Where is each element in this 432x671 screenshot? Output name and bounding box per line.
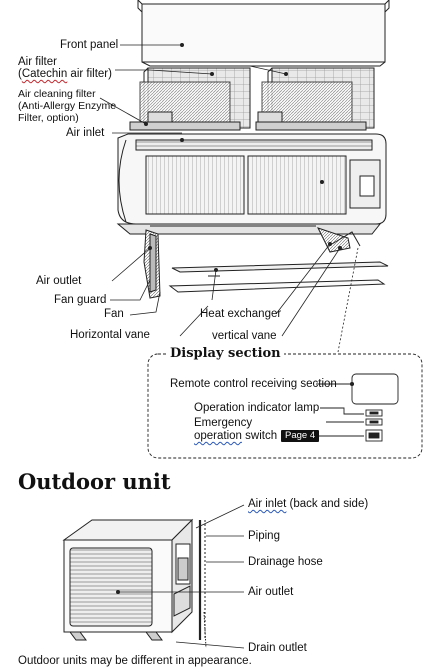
cleaning-filter-label: Air cleaning filter <box>18 88 96 100</box>
air-filter-label: Air filter <box>18 56 57 68</box>
front-panel-label: Front panel <box>60 39 119 51</box>
catechin-word: Catechin <box>21 68 68 80</box>
air-outlet-label: Air outlet <box>36 275 82 287</box>
switch-word: switch <box>241 430 278 442</box>
air-filter-sublabel: (Catechin air filter) <box>18 68 112 81</box>
air-cleaning-filters <box>129 81 367 131</box>
operation-lamp-label: Operation indicator lamp <box>194 402 320 414</box>
piping-label: Piping <box>248 530 280 542</box>
emergency-label: Emergency <box>194 417 253 429</box>
drain-outlet-label: Drain outlet <box>248 642 307 654</box>
outdoor-unit <box>62 518 207 649</box>
outdoor-air-inlet-label: Air inlet (back and side) <box>248 498 368 511</box>
display-section-box <box>147 353 423 459</box>
fan-guard-label: Fan guard <box>54 294 107 306</box>
fan-label: Fan <box>104 308 124 320</box>
fan-assembly <box>143 225 361 299</box>
air-inlet-word: Air inlet <box>248 498 287 510</box>
horizontal-vane-label: Horizontal vane <box>70 329 150 341</box>
cleaning-filter-sublabel-1: (Anti-Allergy Enzyme <box>18 100 117 112</box>
vertical-vane-label: vertical vane <box>212 330 277 342</box>
air-inlet-label: Air inlet <box>66 127 105 139</box>
air-inlet-rest: (back and side) <box>286 498 369 510</box>
heat-exchanger-label: Heat exchanger <box>200 308 282 320</box>
indoor-leader-lines <box>99 43 359 353</box>
outdoor-leader-lines <box>116 504 245 649</box>
air-filter-paren: ( <box>18 68 22 80</box>
air-filter-sublabel-rest: air filter) <box>67 68 112 80</box>
outdoor-unit-heading: Outdoor unit <box>18 469 171 494</box>
operation-word: operation <box>194 430 242 442</box>
remote-receiver-label: Remote control receiving section <box>170 378 337 390</box>
cleaning-filter-sublabel-2: Filter, option) <box>18 112 79 124</box>
horizontal-vane <box>168 261 389 293</box>
emergency-switch-label: operation switch <box>194 430 277 443</box>
outdoor-air-outlet-label: Air outlet <box>248 586 294 598</box>
drainage-hose-label: Drainage hose <box>248 556 323 568</box>
appearance-footnote: Outdoor units may be different in appear… <box>18 655 252 667</box>
display-section-title: Display section <box>167 346 284 362</box>
front-panel <box>137 0 390 67</box>
page-reference-badge[interactable]: Page 4 <box>281 430 320 442</box>
indoor-unit-body <box>116 133 387 235</box>
